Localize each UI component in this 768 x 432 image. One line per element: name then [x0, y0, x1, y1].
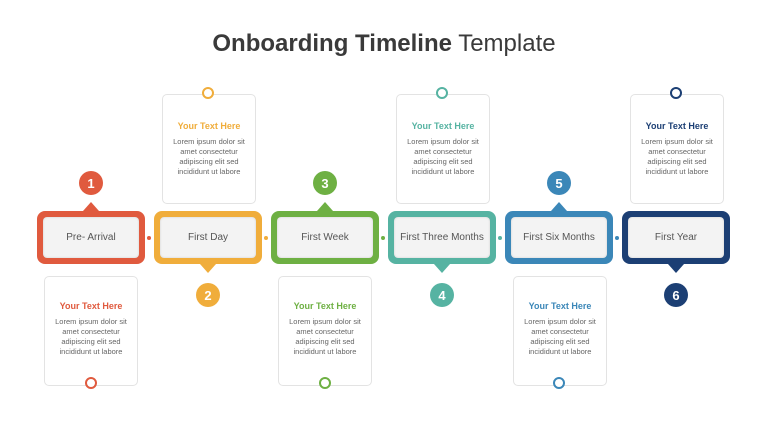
- stage-label: First Three Months: [394, 217, 490, 258]
- title-bold: Onboarding Timeline: [212, 30, 452, 57]
- card-body: Lorem ipsum dolor sit amet consectetur a…: [524, 317, 596, 356]
- card-heading: Your Text Here: [59, 301, 123, 311]
- step-number-2: 2: [196, 283, 220, 307]
- connector-dot: [498, 236, 502, 240]
- card-heading: Your Text Here: [411, 121, 475, 131]
- card-ring-marker: [202, 87, 214, 99]
- stage-pre-arrival: Pre- Arrival: [37, 211, 145, 264]
- card-ring-marker: [319, 377, 331, 389]
- card-body: Lorem ipsum dolor sit amet consectetur a…: [289, 317, 361, 356]
- connector-dot: [147, 236, 151, 240]
- stage-label: First Six Months: [511, 217, 607, 258]
- stage-first-year: First Year: [622, 211, 730, 264]
- card-ring-marker: [85, 377, 97, 389]
- text-card-3: Your Text Here Lorem ipsum dolor sit ame…: [278, 276, 372, 386]
- card-heading: Your Text Here: [177, 121, 241, 131]
- card-heading: Your Text Here: [645, 121, 709, 131]
- card-body: Lorem ipsum dolor sit amet consectetur a…: [173, 137, 245, 176]
- step-number-3: 3: [313, 171, 337, 195]
- stage-first-day: First Day: [154, 211, 262, 264]
- stage-5-pointer: [551, 202, 567, 211]
- card-body: Lorem ipsum dolor sit amet consectetur a…: [407, 137, 479, 176]
- text-card-2: Your Text Here Lorem ipsum dolor sit ame…: [162, 94, 256, 204]
- card-body: Lorem ipsum dolor sit amet consectetur a…: [55, 317, 127, 356]
- stage-label: First Year: [628, 217, 724, 258]
- connector-dot: [615, 236, 619, 240]
- stage-3-pointer: [317, 202, 333, 211]
- step-number-4: 4: [430, 283, 454, 307]
- stage-label: Pre- Arrival: [43, 217, 139, 258]
- stage-first-week: First Week: [271, 211, 379, 264]
- card-heading: Your Text Here: [293, 301, 357, 311]
- text-card-1: Your Text Here Lorem ipsum dolor sit ame…: [44, 276, 138, 386]
- page-title: Onboarding Timeline Template: [0, 30, 768, 58]
- connector-dot: [381, 236, 385, 240]
- step-number-6: 6: [664, 283, 688, 307]
- card-heading: Your Text Here: [528, 301, 592, 311]
- stage-4-pointer: [434, 264, 450, 273]
- stage-label: First Week: [277, 217, 373, 258]
- stage-label: First Day: [160, 217, 256, 258]
- stage-first-three-months: First Three Months: [388, 211, 496, 264]
- step-number-1: 1: [79, 171, 103, 195]
- connector-dot: [264, 236, 268, 240]
- stage-6-pointer: [668, 264, 684, 273]
- text-card-4: Your Text Here Lorem ipsum dolor sit ame…: [396, 94, 490, 204]
- card-ring-marker: [670, 87, 682, 99]
- card-body: Lorem ipsum dolor sit amet consectetur a…: [641, 137, 713, 176]
- stage-first-six-months: First Six Months: [505, 211, 613, 264]
- text-card-5: Your Text Here Lorem ipsum dolor sit ame…: [513, 276, 607, 386]
- text-card-6: Your Text Here Lorem ipsum dolor sit ame…: [630, 94, 724, 204]
- stage-2-pointer: [200, 264, 216, 273]
- card-ring-marker: [553, 377, 565, 389]
- step-number-5: 5: [547, 171, 571, 195]
- card-ring-marker: [436, 87, 448, 99]
- stage-1-pointer: [83, 202, 99, 211]
- title-light: Template: [458, 30, 556, 57]
